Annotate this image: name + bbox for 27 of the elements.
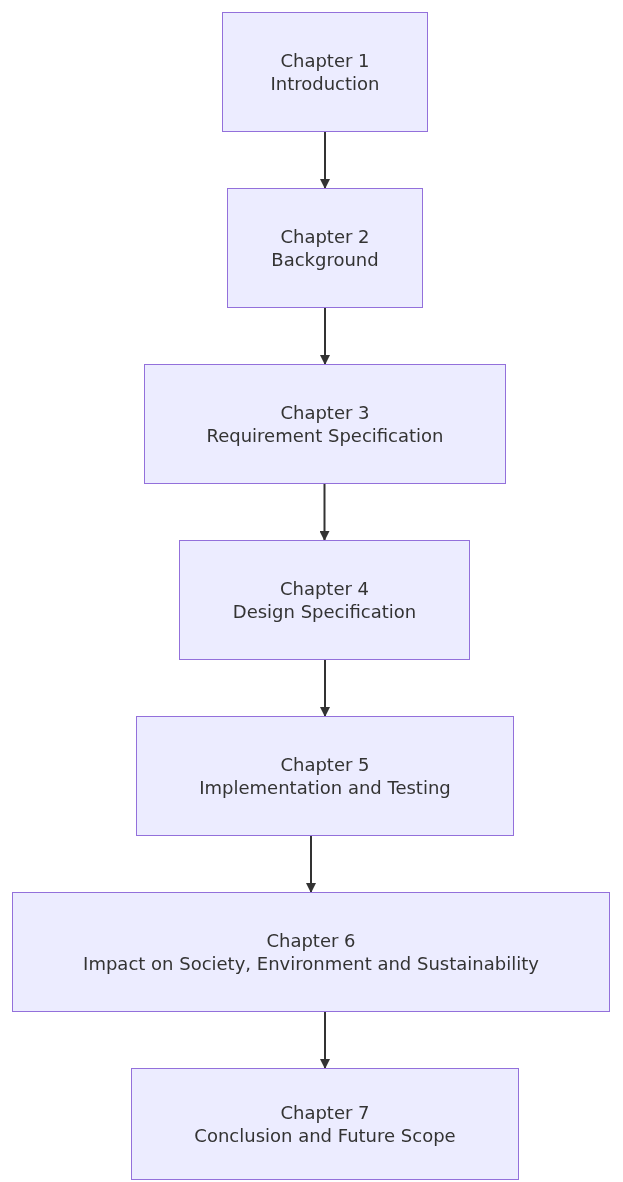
arrow (306, 835, 316, 893)
box-label: Chapter 3 (280, 400, 370, 424)
box-label: Conclusion and Future Scope (194, 1124, 456, 1148)
box-label: Chapter 6 (266, 928, 356, 952)
box-label: Background (271, 248, 379, 272)
box-label: Requirement Specification (206, 424, 444, 448)
arrow (319, 483, 330, 541)
process-box (136, 716, 514, 836)
arrow (320, 307, 330, 365)
process-box (131, 1068, 519, 1180)
arrow (320, 1011, 330, 1069)
box-label: Chapter 7 (280, 1100, 370, 1124)
box-label: Chapter 2 (280, 224, 370, 248)
box-label: Impact on Society, Environment and Sustainability (83, 952, 539, 976)
box-label: Implementation and Testing (199, 776, 451, 800)
box-label: Chapter 1 (280, 48, 370, 72)
process-box (12, 892, 610, 1012)
arrow (320, 659, 330, 717)
process-box (222, 12, 428, 132)
box-label: Chapter 5 (280, 752, 370, 776)
box-label: Introduction (270, 72, 380, 96)
box-label: Design Specification (232, 600, 417, 624)
box-label: Chapter 4 (279, 576, 370, 600)
process-box (227, 188, 423, 308)
arrow (320, 131, 330, 189)
process-box (144, 364, 506, 484)
process-box (179, 540, 470, 660)
